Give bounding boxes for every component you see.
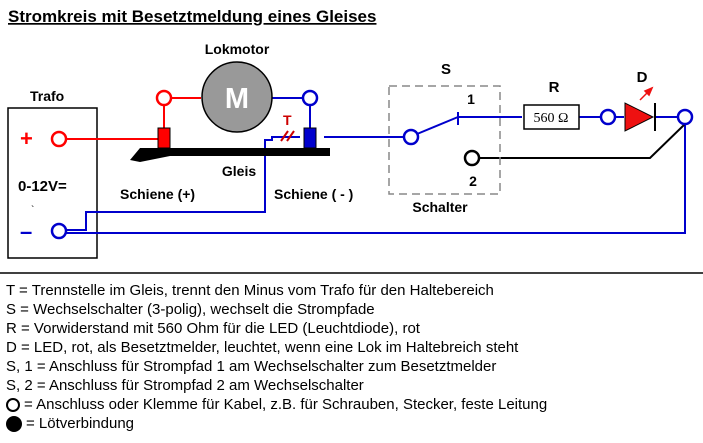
switch-contact-2-terminal[interactable]	[463, 149, 481, 167]
switch-box	[388, 85, 501, 195]
motor-left-terminal[interactable]	[155, 89, 173, 107]
switch-contact-1-label: 1	[467, 91, 475, 107]
legend-item: S, 1 = Anschluss für Strompfad 1 am Wech…	[6, 357, 696, 376]
resistor-led-terminal[interactable]	[599, 108, 617, 126]
schiene-minus-label: Schiene ( - )	[274, 186, 353, 202]
schiene-plus-connector	[157, 127, 171, 149]
schiene-plus-label: Schiene (+)	[120, 186, 195, 202]
resistor-name-label: R	[549, 79, 560, 96]
trennstelle-marks	[280, 130, 295, 142]
trafo-label: Trafo	[30, 88, 64, 104]
switch-common-terminal[interactable]	[402, 128, 420, 146]
motor-icon	[201, 61, 273, 133]
legend-item: S = Wechselschalter (3-polig), wechselt …	[6, 300, 696, 319]
led-icon	[624, 102, 655, 132]
track-bar	[130, 148, 330, 162]
legend-item: S, 2 = Anschluss für Strompfad 2 am Wech…	[6, 376, 696, 395]
legend-item: T = Trennstelle im Gleis, trennt den Min…	[6, 281, 696, 300]
minus-terminal-sign: –	[20, 219, 32, 244]
legend-text: R = Vorwiderstand mit 560 Ohm für die LE…	[6, 320, 420, 337]
right-junction-terminal[interactable]	[676, 108, 694, 126]
solid-circle-icon	[6, 415, 22, 432]
legend-item: = Lötverbindung	[6, 414, 696, 433]
switch-name-label: S	[441, 61, 451, 78]
legend-text: S, 1 = Anschluss für Strompfad 1 am Wech…	[6, 358, 497, 375]
schalter-label: Schalter	[412, 199, 468, 215]
legend-text: D = LED, rot, als Besetztmelder, leuchte…	[6, 339, 519, 356]
legend-item: D = LED, rot, als Besetztmelder, leuchte…	[6, 338, 696, 357]
switch-lever[interactable]	[416, 116, 459, 135]
positive-wire	[66, 97, 201, 140]
negative-wires	[66, 97, 686, 234]
motor-right-terminal[interactable]	[301, 89, 319, 107]
trennstelle-label: T	[283, 112, 292, 128]
schiene-minus-connector	[303, 127, 317, 149]
motor-letter: M	[225, 83, 249, 115]
led-name-label: D	[637, 69, 648, 86]
legend-text: S = Wechselschalter (3-polig), wechselt …	[6, 301, 375, 318]
open-circle-icon	[6, 397, 20, 412]
legend-text: T = Trennstelle im Gleis, trennt den Min…	[6, 282, 494, 299]
motor-label: Lokmotor	[205, 41, 270, 57]
resistor-icon	[523, 104, 580, 130]
path2-wire	[480, 123, 686, 159]
legend-item: R = Vorwiderstand mit 560 Ohm für die LE…	[6, 319, 696, 338]
trafo-plus-terminal[interactable]	[50, 130, 68, 148]
diagram-title: Stromkreis mit Besetztmeldung eines Glei…	[8, 7, 376, 26]
terminals	[50, 89, 694, 240]
voltage-label: 0-12V=	[18, 178, 67, 195]
plus-terminal-sign: +	[20, 126, 33, 151]
trafo-minus-terminal[interactable]	[50, 222, 68, 240]
legend-text: S, 2 = Anschluss für Strompfad 2 am Wech…	[6, 377, 364, 394]
switch-contact-2-label: 2	[469, 173, 477, 189]
resistor-value-label: 560 Ω	[534, 111, 569, 126]
led-light-arrows	[639, 86, 654, 101]
legend-text: = Anschluss oder Klemme für Kabel, z.B. …	[24, 396, 548, 413]
legend-text: = Lötverbindung	[26, 415, 135, 432]
trafo-small-mark: `	[31, 204, 34, 216]
trafo-box	[7, 107, 98, 259]
gleis-label: Gleis	[222, 163, 256, 179]
legend-list: T = Trennstelle im Gleis, trennt den Min…	[6, 281, 696, 433]
legend-item: = Anschluss oder Klemme für Kabel, z.B. …	[6, 395, 696, 414]
